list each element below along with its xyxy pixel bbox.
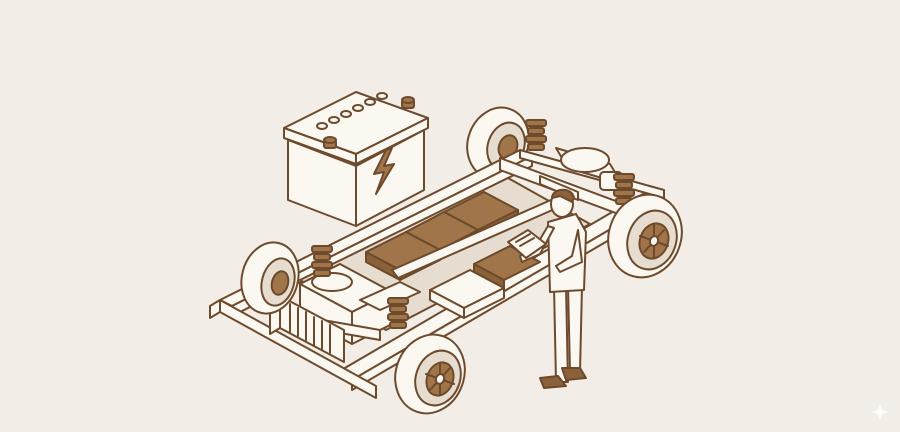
battery-terminal-positive xyxy=(401,96,415,109)
lightning-bolt-icon xyxy=(373,147,395,195)
clipboard xyxy=(507,229,547,259)
rear-left-coil-spring xyxy=(525,119,547,151)
sparkle-icon xyxy=(872,404,888,420)
rear-right-wheel xyxy=(607,193,683,279)
battery-vent-caps xyxy=(316,92,388,130)
technician-figure xyxy=(507,188,587,389)
front-right-coil-spring xyxy=(387,297,409,329)
front-right-wheel xyxy=(387,297,466,415)
battery-terminal-negative xyxy=(323,136,337,149)
front-left-coil-spring xyxy=(311,245,333,277)
front-left-wheel xyxy=(240,241,333,315)
battery-modules xyxy=(365,191,567,319)
car-battery-icon xyxy=(283,91,429,227)
